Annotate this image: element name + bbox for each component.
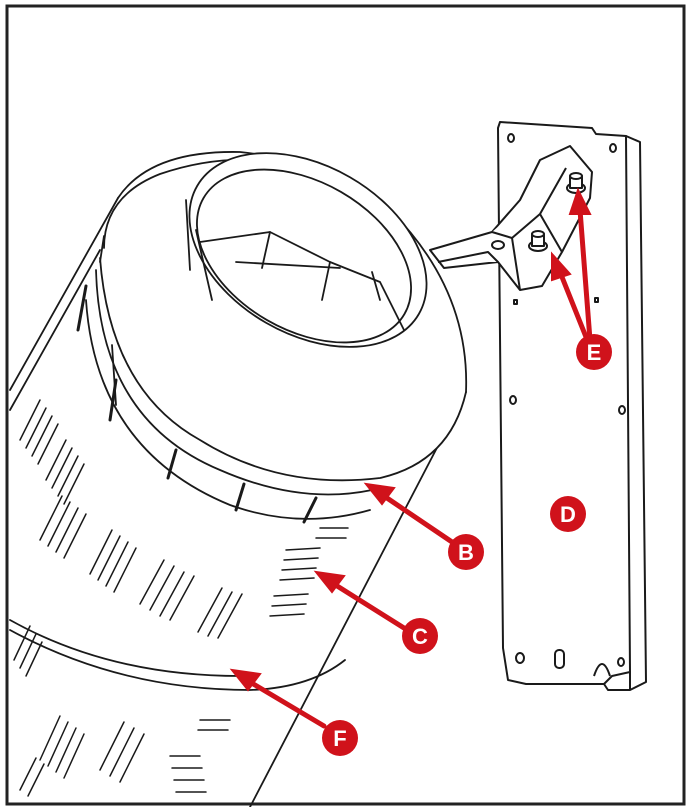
mounting-stud-upper (566, 172, 586, 194)
callout-b: B (448, 534, 484, 570)
diagram-border (5, 4, 686, 806)
callout-b-label: B (458, 540, 474, 565)
cylinder-body (9, 151, 468, 807)
callout-arrows (229, 187, 593, 729)
mounting-stud-lower (528, 230, 548, 252)
callout-e-label: E (587, 340, 602, 365)
callout-f-label: F (333, 726, 346, 751)
callout-c-label: C (412, 624, 428, 649)
callout-d: D (550, 496, 586, 532)
cylinder-slots (13, 399, 349, 797)
callout-e: E (576, 334, 612, 370)
callout-d-label: D (560, 502, 576, 527)
callout-f: F (322, 720, 358, 756)
callout-c: C (402, 618, 438, 654)
